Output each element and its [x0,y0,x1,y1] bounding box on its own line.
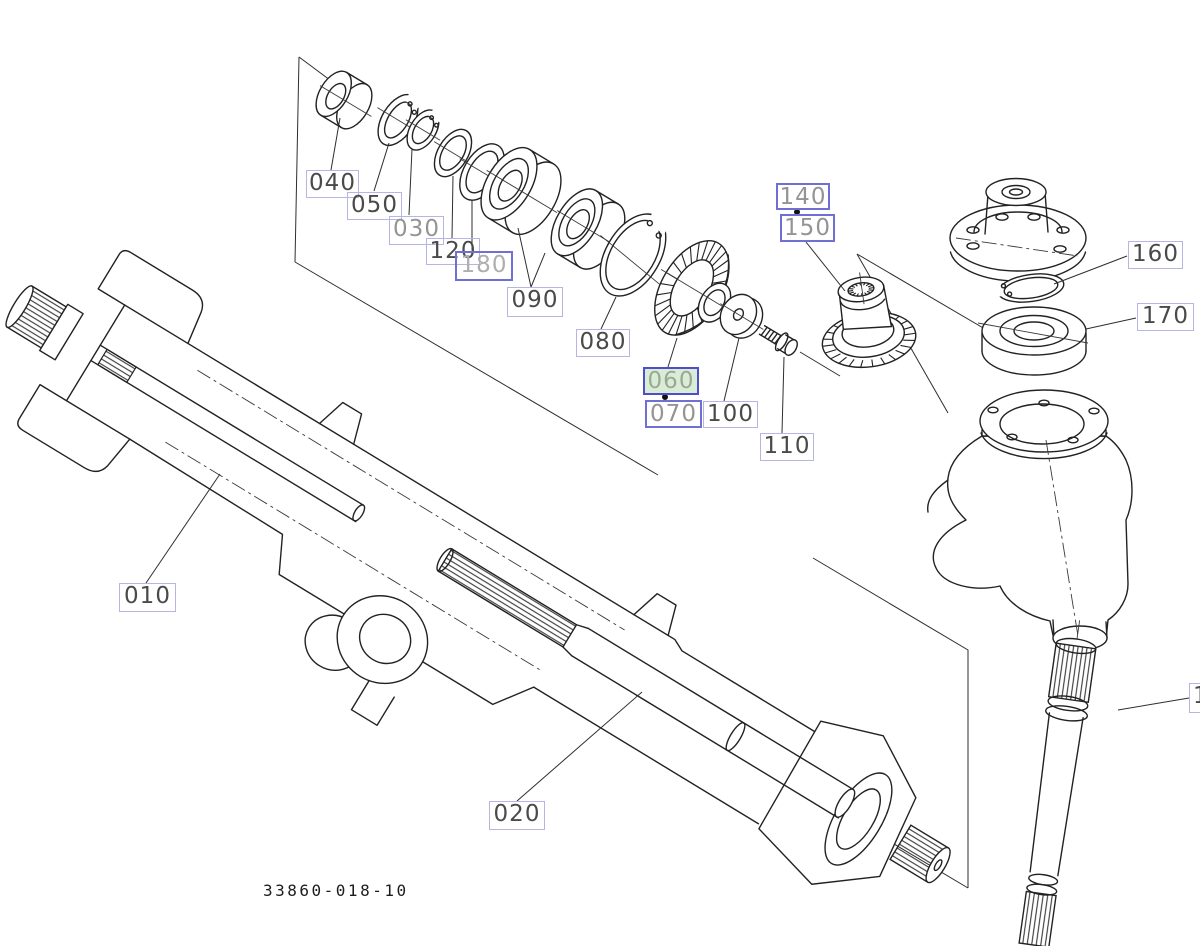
part-080-snap-ring [599,208,673,297]
part-label-010[interactable]: 010 [119,583,176,612]
part-040-bushing [315,70,373,130]
part-label-170[interactable]: 170 [1137,303,1194,331]
part-090-ball-bearing-a [480,146,562,236]
part-hub-flange [949,177,1087,282]
part-130-wheel-shaft [1018,620,1097,946]
part-110-bolt [758,325,798,356]
part-label-150[interactable]: 150 [780,214,835,242]
part-label-080[interactable]: 080 [576,329,630,357]
leader-lines [145,117,1190,802]
part-label-070[interactable]: 070 [645,400,702,428]
part-label-050[interactable]: 050 [347,192,402,220]
part-150-bevel-gear-assembly [821,272,917,369]
part-label-110[interactable]: 110 [760,433,814,461]
part-label-180[interactable]: 180 [455,251,513,281]
part-label-030[interactable]: 030 [389,216,444,245]
part-label-130-truncated[interactable]: 1 [1189,683,1200,713]
part-170-bearing [977,306,1089,376]
part-010-axle-housing [5,249,951,885]
part-label-020[interactable]: 020 [489,801,545,830]
part-020-axle-shaft [436,547,856,819]
part-bevel-gear-case [927,389,1133,651]
part-label-160[interactable]: 160 [1128,241,1183,269]
part-120-collar [433,128,473,178]
part-label-100[interactable]: 100 [703,401,758,428]
part-100-washer [719,293,764,339]
part-060-bevel-gear [654,240,732,336]
part-160-snap-ring [989,273,1065,303]
part-label-140[interactable]: 140 [776,183,830,210]
dot-060-070 [662,394,668,400]
part-label-090[interactable]: 090 [507,287,563,317]
part-030-snap-ring [405,105,447,151]
selection-dots [662,209,800,400]
part-label-060-selected[interactable]: 060 [643,367,699,395]
part-label-040[interactable]: 040 [306,170,359,198]
drawing-number: 33860-018-10 [263,881,409,900]
dot-140-150 [794,209,800,215]
